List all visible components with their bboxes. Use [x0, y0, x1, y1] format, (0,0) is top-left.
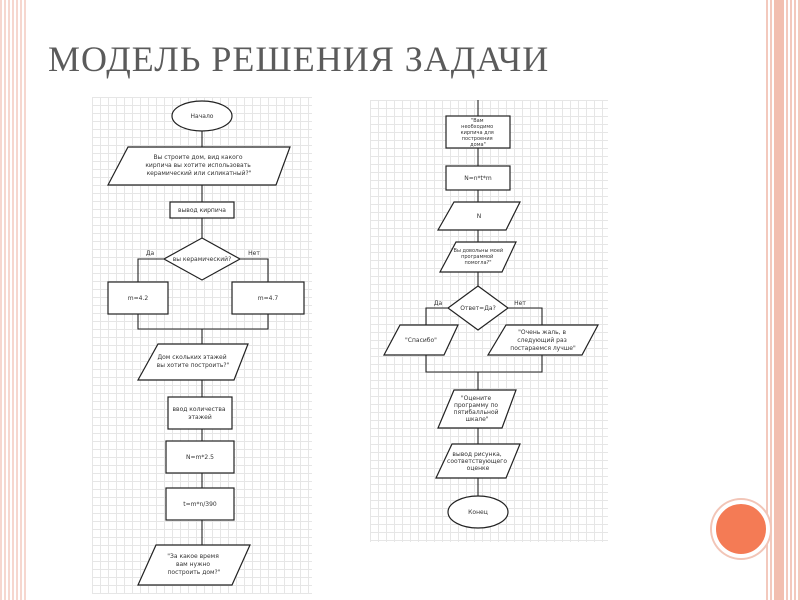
node-sorry: [486, 324, 599, 356]
node-need-bricks-label: "Вам необходимо кирпича для построения д…: [461, 118, 496, 148]
node-calc-1: [165, 440, 235, 474]
slide-title: МОДЕЛЬ РЕШЕНИЯ ЗАДАЧИ: [48, 39, 550, 79]
flowchart-left-panel: Начало Вы строите дом, вид какого кирпич…: [92, 97, 312, 594]
node-question-floors: [136, 343, 249, 381]
left-decorative-border: [0, 0, 28, 600]
node-question-rate: [437, 389, 517, 429]
node-set-a-label: m=4.2: [128, 295, 149, 302]
node-end: [447, 495, 509, 529]
node-question-floors-label: Дом скольких этажей вы хотите построить?…: [157, 354, 230, 369]
node-start: [171, 100, 233, 132]
node-output-time-label: "За какое время вам нужно построить дом?…: [167, 553, 220, 576]
flowchart-right-panel: "Вам необходимо кирпича для построения д…: [370, 100, 608, 542]
node-thanks: [383, 324, 459, 356]
edge-decision-no: [508, 307, 543, 325]
node-question-helped: [439, 241, 517, 273]
node-output-n-label: N: [477, 213, 482, 220]
node-input-brick-label: вывод кирпича: [178, 207, 226, 214]
decision-no-label: Нет: [248, 250, 260, 257]
node-sorry-label: "Очень жаль, в следующий раз постараемся…: [510, 329, 576, 352]
edge-merge: [137, 314, 269, 330]
node-set-a: [107, 281, 169, 315]
node-question-material: [107, 146, 291, 186]
edge-merge: [425, 355, 543, 373]
edge-decision-no: [240, 258, 269, 282]
node-set-b-label: m=4.7: [258, 295, 279, 302]
node-decision-material-label: вы керамический?: [173, 256, 232, 263]
decision-yes-label: Да: [146, 250, 155, 257]
node-question-rate-label: "Оцените программу по пятибалльной шкале…: [454, 395, 501, 423]
node-calc-n: [445, 165, 511, 191]
node-decision-answer-label: Ответ=Да?: [460, 305, 496, 312]
node-decision-answer: [446, 285, 510, 331]
node-calc-2: [165, 487, 235, 521]
flowchart-right-svg: "Вам необходимо кирпича для построения д…: [383, 100, 599, 529]
node-input-floors-label: ввод количества этажей: [173, 406, 228, 421]
node-decision-material: [162, 237, 242, 281]
node-calc-2-label: t=m*n/390: [183, 501, 217, 508]
right-border-band: [774, 0, 784, 600]
node-output-n: [436, 201, 521, 231]
node-thanks-label: "Спасибо": [405, 337, 437, 344]
node-output-picture: [435, 443, 521, 479]
edge-decision-yes: [425, 307, 448, 325]
node-end-label: Конец: [468, 509, 488, 516]
node-output-picture-label: вывод рисунка, соответствующего оценке: [447, 451, 509, 472]
flowchart-left-svg: Начало Вы строите дом, вид какого кирпич…: [107, 100, 305, 586]
node-calc-1-label: N=m*2.5: [186, 454, 214, 461]
node-set-b: [231, 281, 305, 315]
node-start-label: Начало: [191, 113, 214, 120]
decorative-orange-circle: [712, 500, 770, 558]
node-input-brick: [169, 201, 235, 219]
decision-yes-label: Да: [434, 300, 443, 307]
node-question-material-label: Вы строите дом, вид какого кирпича вы хо…: [145, 154, 252, 177]
edge-decision-yes: [137, 258, 164, 282]
node-input-floors: [167, 396, 233, 430]
node-output-time: [137, 544, 251, 586]
decision-no-label: Нет: [514, 300, 526, 307]
node-calc-n-label: N=n*t*m: [464, 175, 492, 182]
node-question-helped-label: "Вы довольны моей программой помогла?": [451, 247, 505, 266]
node-need-bricks: [445, 115, 511, 149]
right-decorative-border: [764, 0, 800, 600]
